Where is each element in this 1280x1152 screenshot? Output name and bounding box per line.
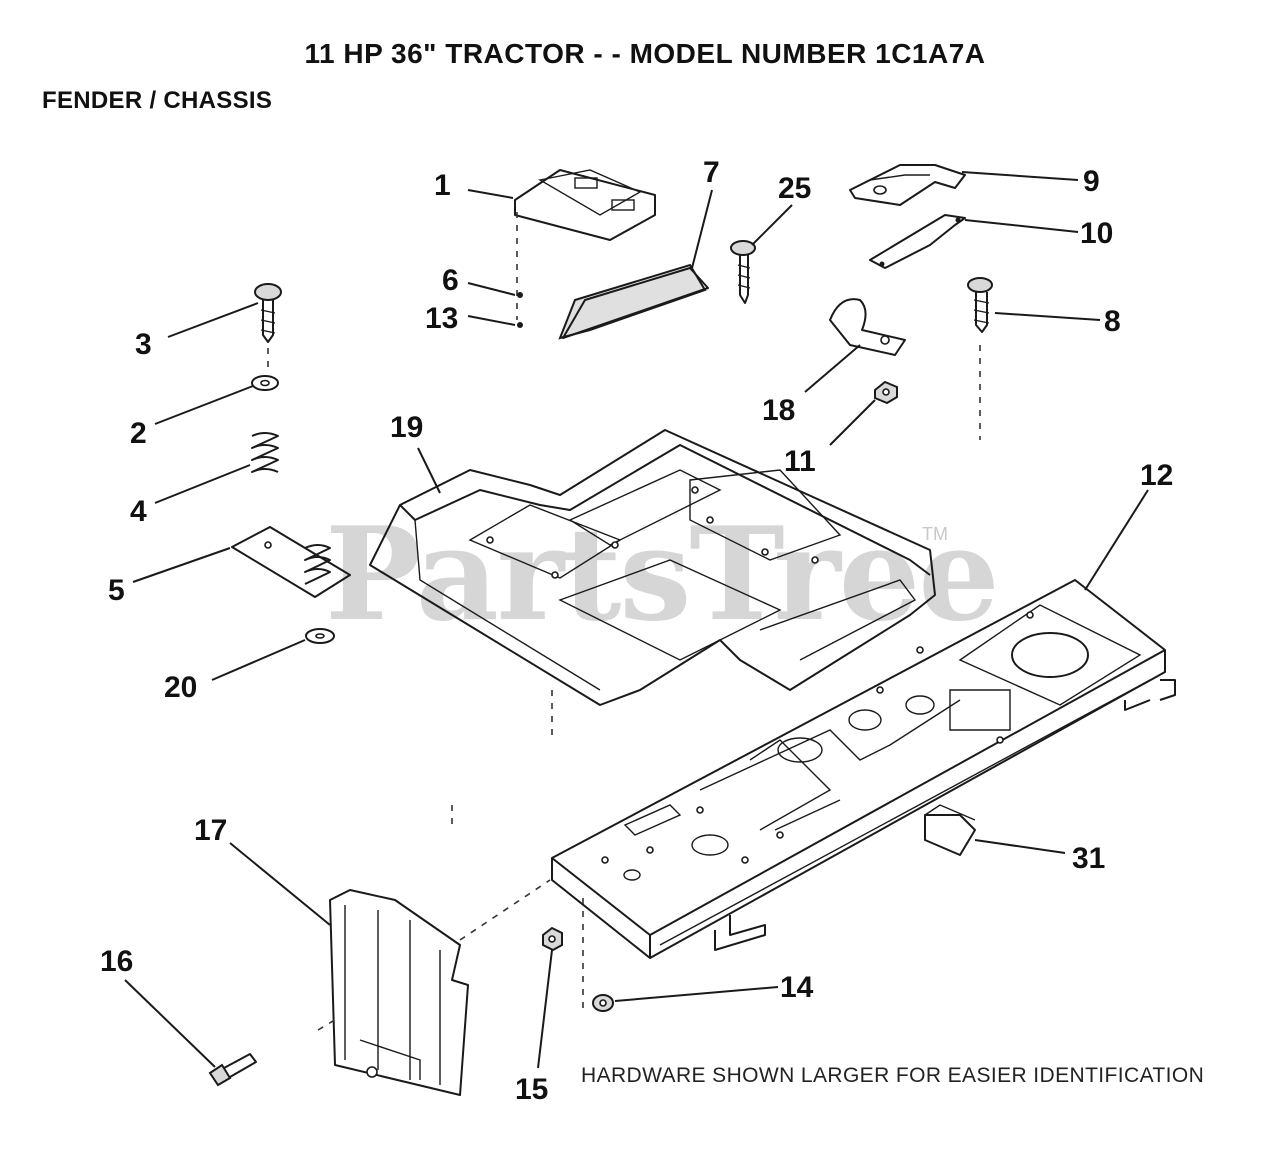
callout-18: 18 [762, 394, 795, 427]
callout-6: 6 [442, 264, 459, 297]
part-25-screw[interactable] [730, 240, 756, 304]
part-10-plate[interactable] [869, 214, 966, 269]
part-4-spring[interactable] [251, 432, 279, 473]
callout-13: 13 [425, 302, 458, 335]
callout-5: 5 [108, 574, 125, 607]
part-9-bracket[interactable] [849, 164, 966, 206]
callout-19: 19 [390, 411, 423, 444]
callout-11: 11 [784, 445, 816, 478]
part-20-washer[interactable] [305, 628, 335, 644]
callout-15: 15 [515, 1073, 548, 1106]
part-15-nut[interactable] [542, 926, 563, 952]
part-16-bolt[interactable] [208, 1053, 257, 1087]
part-2-washer[interactable] [251, 375, 279, 391]
callout-9: 9 [1083, 165, 1100, 198]
callout-labels: 1 6 13 7 25 9 10 8 18 11 12 3 2 4 5 19 2… [100, 156, 1173, 1106]
callout-10: 10 [1080, 217, 1113, 250]
part-5-spring-bracket[interactable] [231, 526, 351, 598]
part-19-fender[interactable] [369, 429, 936, 825]
footnote-text: HARDWARE SHOWN LARGER FOR EASIER IDENTIF… [581, 1064, 1205, 1087]
part-1-seat-pan[interactable] [514, 169, 656, 320]
part-18-clamp[interactable] [829, 298, 906, 356]
callout-17: 17 [194, 814, 227, 847]
leader-lines [124, 171, 1149, 1069]
part-12-chassis-frame[interactable] [551, 579, 1176, 1010]
part-17-bracket[interactable] [317, 879, 551, 1096]
callout-12: 12 [1140, 459, 1173, 492]
callout-16: 16 [100, 945, 133, 978]
part-31-block[interactable] [924, 804, 976, 856]
callout-4: 4 [130, 495, 147, 528]
callout-31: 31 [1072, 842, 1105, 875]
callout-14: 14 [780, 971, 814, 1004]
part-7-decal[interactable] [558, 263, 709, 340]
part-8-bolt[interactable] [967, 277, 993, 440]
part-14-nut[interactable] [592, 994, 614, 1012]
callout-3: 3 [135, 328, 152, 361]
callout-7: 7 [703, 156, 720, 189]
part-11-nut[interactable] [874, 380, 898, 405]
callout-8: 8 [1104, 305, 1121, 338]
part-3-bolt[interactable] [254, 283, 282, 372]
section-title: FENDER / CHASSIS [42, 87, 273, 114]
callout-25: 25 [778, 172, 811, 205]
callout-20: 20 [164, 671, 197, 704]
part-13-fastener[interactable] [517, 322, 523, 328]
part-6-fastener[interactable] [517, 292, 523, 298]
callout-2: 2 [130, 417, 147, 450]
trademark-mark: TM [922, 524, 948, 544]
diagram-title: 11 HP 36" TRACTOR - - MODEL NUMBER 1C1A7… [304, 38, 986, 69]
callout-1: 1 [434, 169, 451, 202]
